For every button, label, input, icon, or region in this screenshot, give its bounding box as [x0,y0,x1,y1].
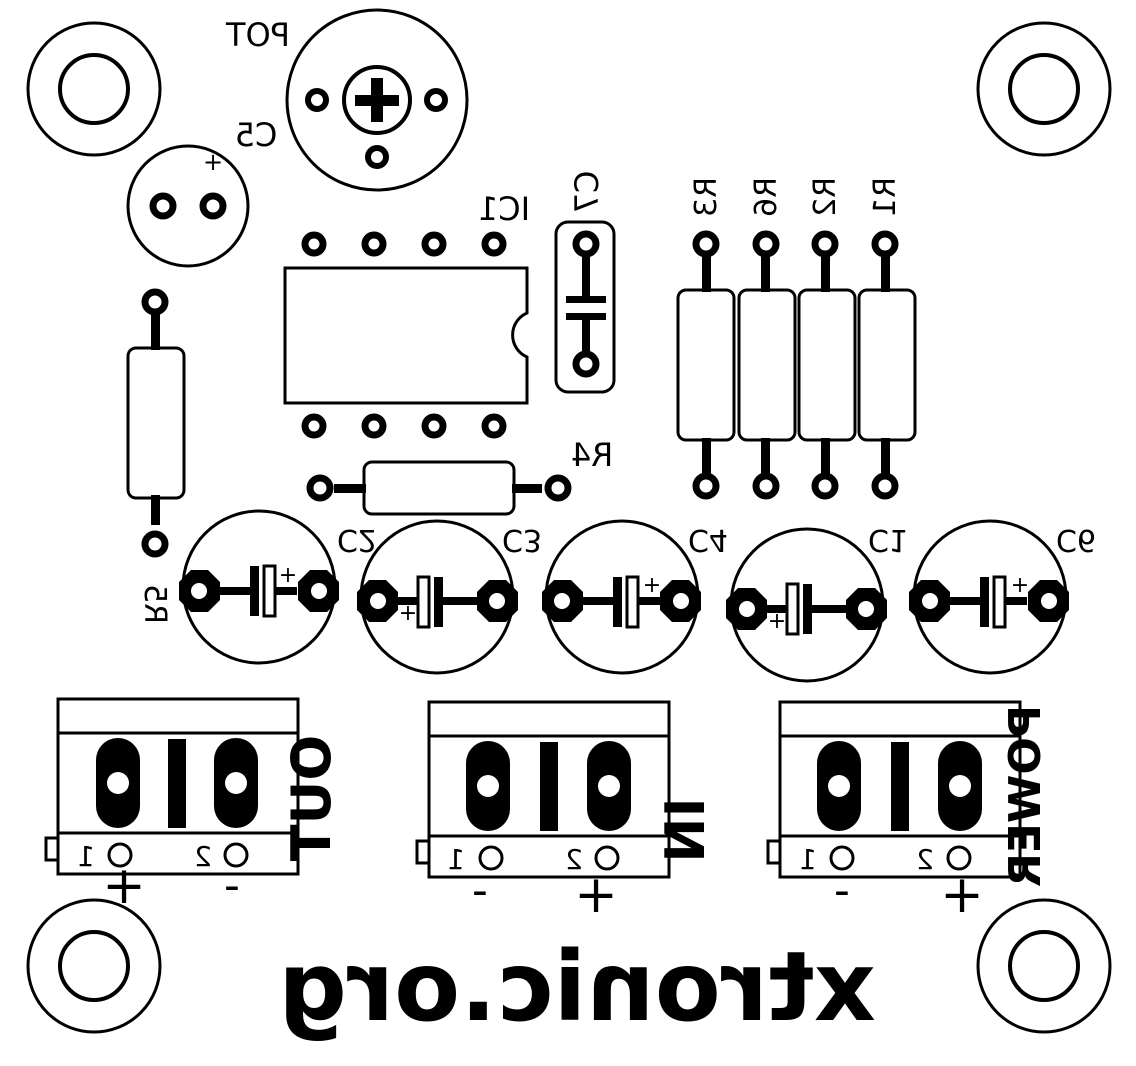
ic1-dip8 [283,231,529,439]
capacitor-c2: + [179,509,339,665]
r6-label: R6 [749,177,784,217]
in-pin1-label: 1 [447,843,465,876]
in-label: IN [654,797,717,862]
ic1-label: IC1 [478,190,530,228]
power-pin1-label: 1 [799,843,817,876]
resistor-r4 [306,460,572,516]
svg-text:+: + [768,609,786,634]
in-plus-label: + [574,865,618,925]
svg-text:+: + [643,573,661,598]
resistor-r5 [126,288,186,558]
c6-label: C6 [1056,522,1096,557]
c7-label: C7 [568,171,606,214]
out-pin1-label: 1 [77,840,95,873]
out-label: OUT [280,735,343,862]
svg-text:+: + [399,601,417,626]
resistor-r1 [857,230,917,500]
capacitor-c6: + [909,519,1069,675]
c2-label: C2 [337,522,377,557]
r2-label: R2 [808,177,843,217]
mounting-hole-bottom-right [976,898,1112,1034]
r5-label: R5 [137,584,172,624]
capacitor-c3: + [357,519,518,675]
power-minus-label: - [834,865,850,916]
out-minus-label: - [224,860,240,911]
mounting-hole-bottom-left [26,898,162,1034]
c5-label: C5 [235,116,278,154]
resistor-r2 [797,230,857,500]
power-plus-label: + [940,865,984,925]
c4-label: C4 [688,522,728,557]
site-url-label: xtronic.org [278,931,876,1043]
out-plus-label: + [102,856,146,916]
power-pin2-label: 2 [916,843,934,876]
in-minus-label: - [472,865,488,916]
svg-text:+: + [279,563,297,588]
svg-text:+: + [203,148,223,176]
svg-text:+: + [1011,573,1029,598]
capacitor-c4: + [542,519,701,675]
c1-label: C1 [868,522,908,557]
r4-label: R4 [571,436,614,474]
capacitor-c1: + [726,527,887,683]
mounting-hole-top-left [26,21,162,157]
r1-label: R1 [868,177,903,217]
capacitor-c7 [554,220,616,394]
pot-label: POT [226,16,290,54]
capacitor-c5: + [126,144,250,268]
resistor-r3 [676,230,736,500]
terminal-power [766,700,1022,879]
r3-label: R3 [689,177,724,217]
power-label: POWER [1000,705,1051,887]
mounting-hole-top-right [976,21,1112,157]
terminal-out [44,697,300,876]
potentiometer [285,8,469,192]
c3-label: C3 [502,522,542,557]
in-pin2-label: 2 [565,843,583,876]
terminal-in [415,700,671,879]
out-pin2-label: 2 [194,840,212,873]
resistor-r6 [737,230,797,500]
